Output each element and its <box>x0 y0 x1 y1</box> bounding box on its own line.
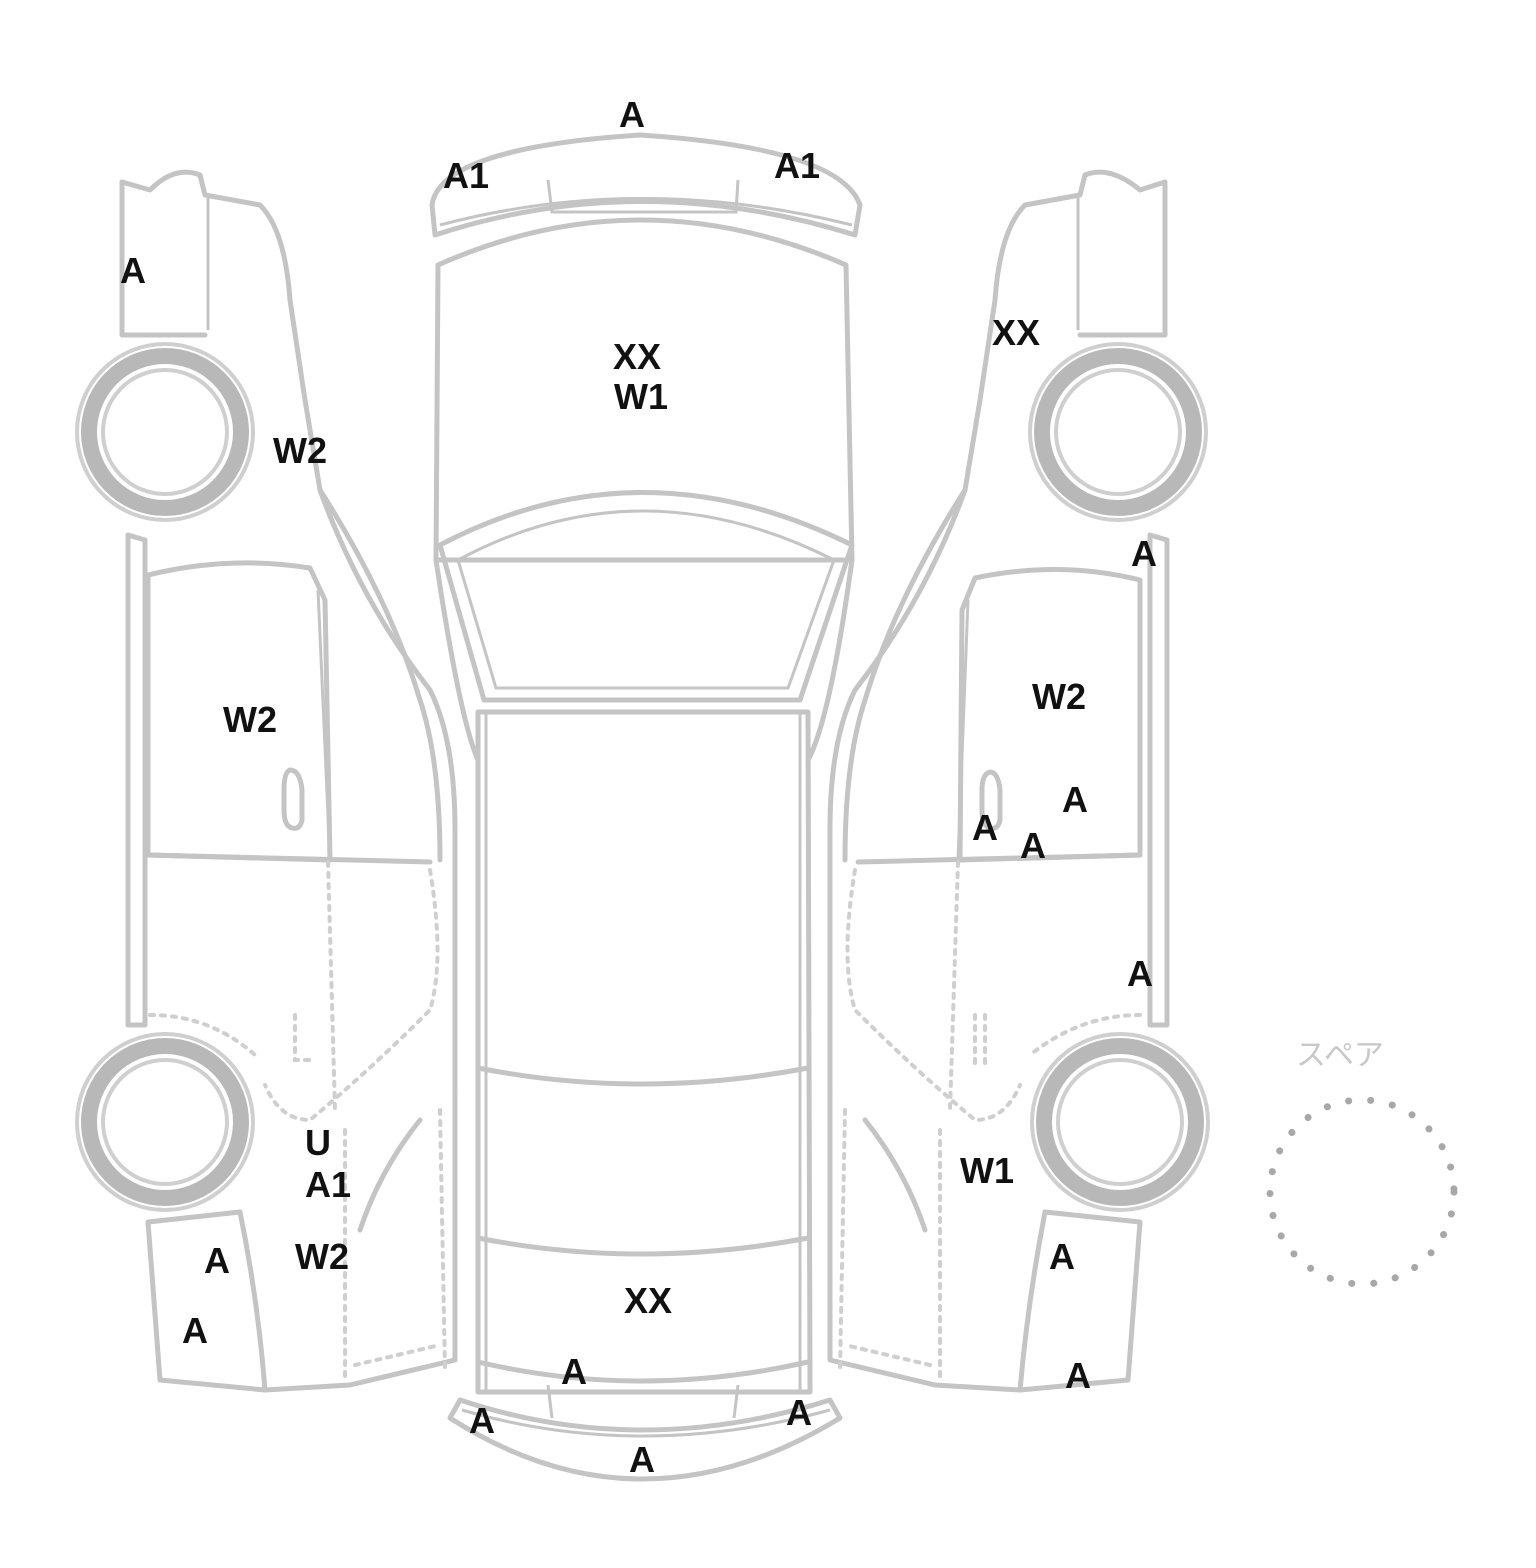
top-view-car <box>429 132 863 1482</box>
damage-code-label: XX <box>623 1280 673 1321</box>
damage-code-label: A <box>786 1392 812 1433</box>
spare-tire-circle <box>1266 1096 1458 1288</box>
damage-code-label: A <box>204 1240 230 1281</box>
damage-code-label: A <box>629 1439 655 1480</box>
damage-code-label: A <box>469 1400 495 1441</box>
damage-code-label: A1 <box>304 1164 352 1205</box>
damage-code-label: A <box>120 250 146 291</box>
damage-code-label: W2 <box>273 430 327 471</box>
damage-code-label: A <box>972 807 998 848</box>
damage-code-label: A <box>182 1310 208 1351</box>
damage-code-label: A <box>1062 779 1088 820</box>
damage-code-label: XX <box>612 336 662 377</box>
damage-code-label: W1 <box>960 1150 1014 1191</box>
damage-code-label: A <box>1020 825 1046 866</box>
damage-code-label: A <box>1131 533 1157 574</box>
damage-code-label: W2 <box>295 1236 349 1277</box>
damage-code-label: A <box>561 1351 587 1392</box>
damage-code-label: A <box>1127 953 1153 994</box>
damage-code-label: A <box>1065 1355 1091 1396</box>
damage-code-label: W1 <box>614 376 668 417</box>
damage-code-label: XX <box>991 312 1041 353</box>
left-side-view-car <box>75 169 458 1393</box>
spare-label: スペア <box>1296 1038 1384 1073</box>
damage-code-label: U <box>305 1122 331 1163</box>
damage-code-label: A <box>619 94 645 135</box>
right-side-view-car <box>827 169 1210 1393</box>
damage-code-label: W2 <box>223 699 277 740</box>
damage-code-label: W2 <box>1032 676 1086 717</box>
damage-code-label: A <box>1049 1236 1075 1277</box>
damage-code-label: A1 <box>773 145 821 186</box>
damage-code-label: A1 <box>442 155 490 196</box>
